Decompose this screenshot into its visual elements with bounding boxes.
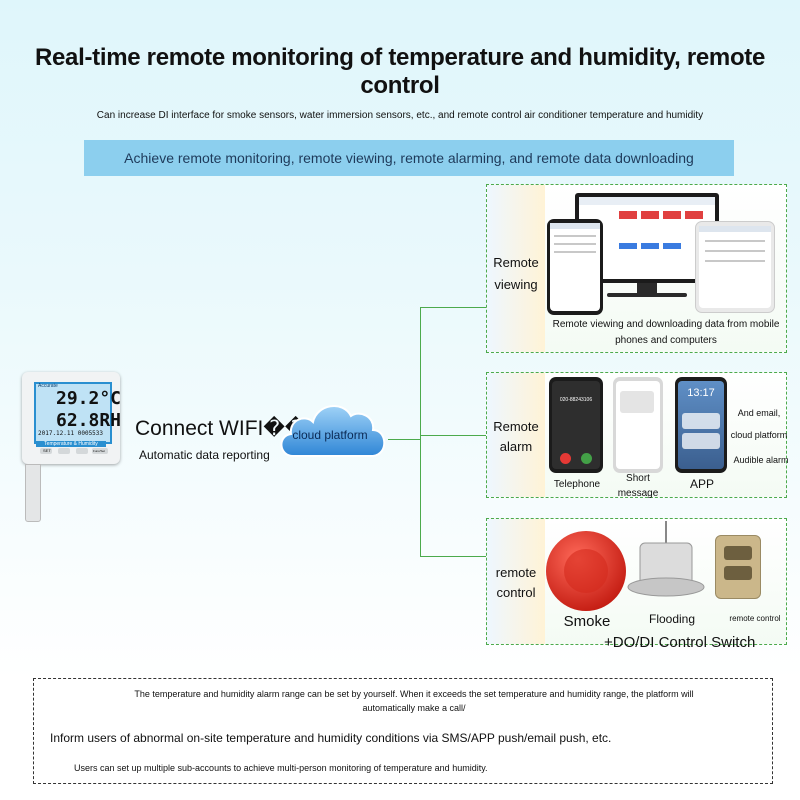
connect-wifi-label: Connect WIFI�� xyxy=(135,417,307,440)
footer-line-3: Users can set up multiple sub-accounts t… xyxy=(74,763,488,773)
tag-line: Remote xyxy=(493,255,539,270)
hangup-icon xyxy=(560,453,571,464)
tag-line: alarm xyxy=(499,439,533,454)
flooding-label: Flooding xyxy=(648,612,696,626)
tag-line: viewing xyxy=(494,277,538,292)
connector-line xyxy=(388,439,420,440)
app-phone-time: 13:17 xyxy=(687,387,715,399)
device-humidity: 62.8RH xyxy=(56,410,122,431)
device-screen: Accurate 29.2°C 62.8RH 2017.12.11 000553… xyxy=(34,382,121,444)
device-sensor-probe xyxy=(25,464,41,522)
control-switch-label: +DO/DI Control Switch xyxy=(604,634,756,651)
fob-button xyxy=(724,566,752,580)
monitor-base xyxy=(607,293,687,297)
tag-line: remote xyxy=(495,565,537,580)
auto-reporting-label: Automatic data reporting xyxy=(139,448,270,462)
connector-line xyxy=(420,556,486,557)
tag-line: control xyxy=(496,585,536,600)
telephone-phone-image: 020-88243106 xyxy=(549,377,603,473)
connector-line xyxy=(420,307,421,557)
device-button-down xyxy=(76,448,88,454)
remote-control-tag: remote control xyxy=(487,519,545,644)
smoke-label: Smoke xyxy=(563,613,611,630)
phone-number: 020-88243106 xyxy=(559,397,593,403)
app-label: APP xyxy=(689,477,714,491)
app-phone-image: 13:17 xyxy=(675,377,727,473)
connector-line xyxy=(420,307,486,308)
remote-alarm-tag: Remote alarm xyxy=(487,373,545,497)
fob-button xyxy=(724,546,752,560)
page-title: Real-time remote monitoring of temperatu… xyxy=(34,44,766,99)
device-date: 2017.12.11 0005533 xyxy=(38,430,104,437)
feature-banner: Achieve remote monitoring, remote viewin… xyxy=(84,140,734,176)
cloud-platform-label: cloud platform xyxy=(292,428,368,442)
answer-icon xyxy=(581,453,592,464)
tag-line: Remote xyxy=(493,419,539,434)
sms-label-line: Short xyxy=(626,473,650,484)
remote-control-fob-image xyxy=(715,535,761,599)
remote-viewing-panel: Remote viewing Remote viewing and downlo… xyxy=(486,184,787,353)
cloud-icon xyxy=(280,405,386,457)
remote-alarm-panel: Remote alarm 020-88243106 13:17 Telephon… xyxy=(486,372,789,501)
device-brand: Accurate xyxy=(38,383,58,389)
flood-sensor-icon xyxy=(627,521,705,597)
device-button-func: Func/Set xyxy=(92,448,108,454)
tablet-image xyxy=(695,221,775,313)
phone-image xyxy=(547,219,603,315)
device-button-up xyxy=(58,448,70,454)
footer-line-1: The temperature and humidity alarm range… xyxy=(134,689,694,713)
sms-label-line: message xyxy=(617,488,659,499)
page-subtitle: Can increase DI interface for smoke sens… xyxy=(96,110,704,121)
remote-viewing-caption: Remote viewing and downloading data from… xyxy=(552,319,780,346)
alarm-note-email: And email, xyxy=(737,408,781,418)
connector-line xyxy=(420,435,486,436)
device-button: SET xyxy=(40,448,52,454)
sms-phone-image xyxy=(613,377,663,473)
telephone-label: Telephone xyxy=(553,479,601,490)
smoke-detector-icon xyxy=(546,531,626,611)
sms-label: Short message xyxy=(611,471,665,501)
remote-control-panel: remote control Smoke Flooding remote con… xyxy=(486,518,787,645)
monitor-stand xyxy=(637,283,657,293)
thermo-hygrometer-device: Accurate 29.2°C 62.8RH 2017.12.11 000553… xyxy=(22,372,121,464)
remote-control-label: remote control xyxy=(729,614,781,623)
device-label: Temperature & Humidity xyxy=(36,441,106,447)
device-temperature: 29.2°C xyxy=(56,388,122,409)
alarm-note-cloud: cloud platform xyxy=(730,430,788,440)
alarm-note-audible: Audible alarm xyxy=(733,455,789,465)
footer-line-2: Inform users of abnormal on-site tempera… xyxy=(50,731,612,745)
remote-viewing-tag: Remote viewing xyxy=(487,185,545,352)
footer-notice-box: The temperature and humidity alarm range… xyxy=(33,678,773,784)
